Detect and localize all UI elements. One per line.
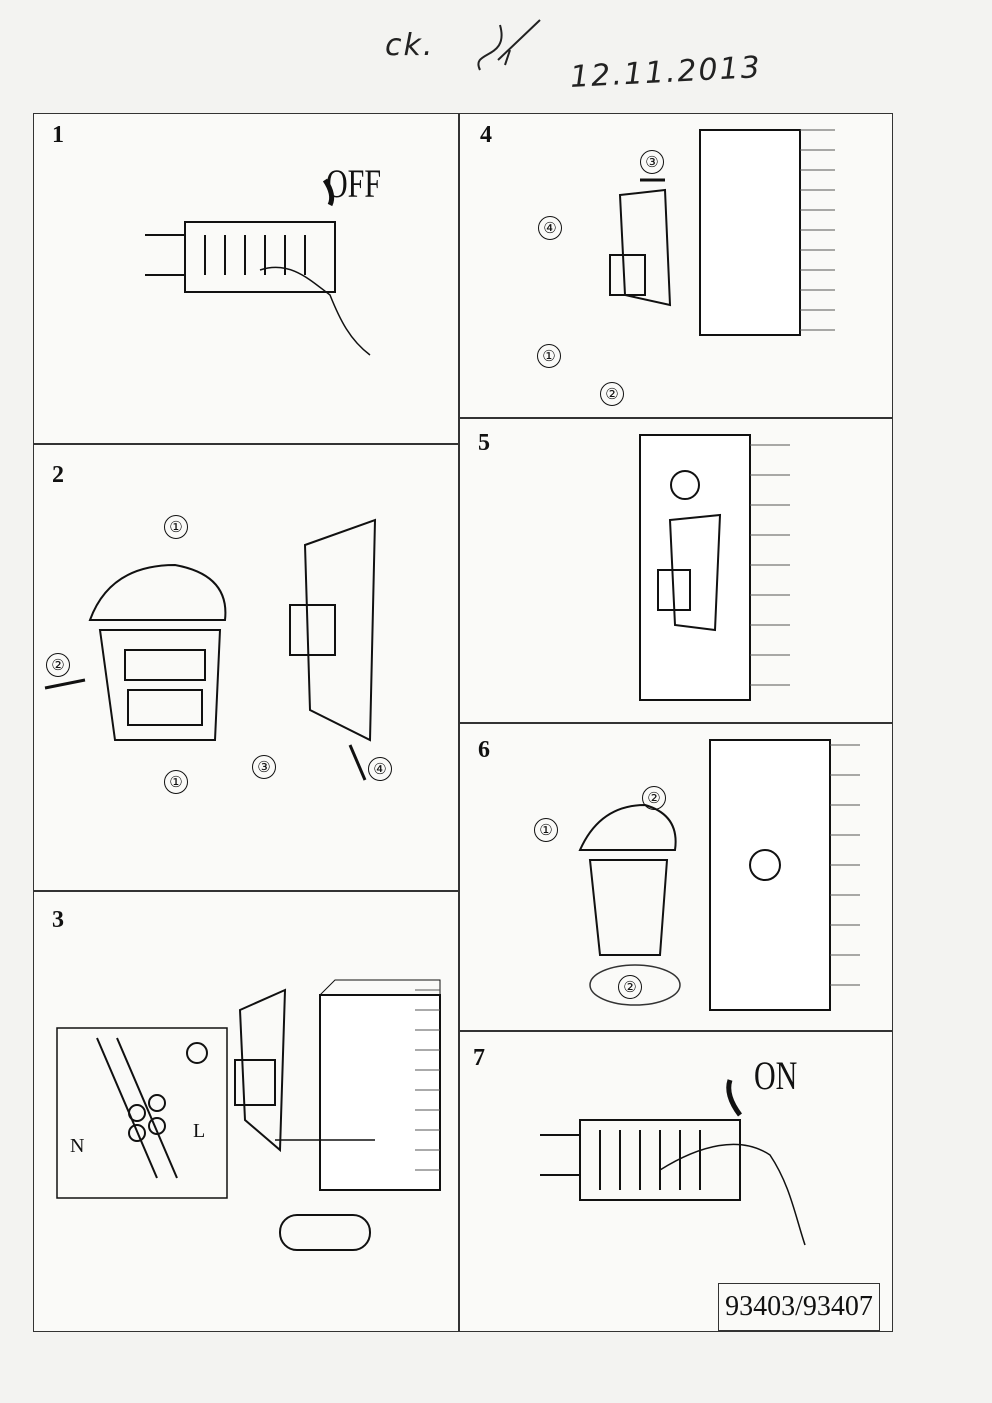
step-marker: ② [642,786,666,810]
divider [458,722,893,724]
step-marker: ② [46,653,70,677]
step-marker: ④ [368,757,392,781]
neutral-label: N [70,1135,85,1157]
step-number: 2 [52,462,64,488]
step-marker: ② [618,975,642,999]
divider [458,1030,893,1032]
wall-mount-illustration [234,979,441,1251]
divider [33,890,458,892]
step-number: 4 [480,122,492,148]
model-number: 93403/93407 [718,1283,880,1331]
breaker-panel-illustration [540,1079,806,1246]
lamp-illustration [44,518,377,781]
step-number: 1 [52,122,64,148]
breaker-panel-illustration [145,178,371,356]
step-marker: ① [534,818,558,842]
lamp-assembly-illustration [578,739,860,1011]
handwritten-note: ck. [385,28,435,63]
step-marker: ② [600,382,624,406]
divider [33,443,458,445]
step-marker: ① [164,770,188,794]
step-number: 6 [478,737,490,763]
on-label: ON [754,1053,798,1098]
step-marker: ① [164,515,188,539]
step-number: 5 [478,430,490,456]
step-marker: ④ [538,216,562,240]
divider [458,417,893,419]
step-marker: ① [537,344,561,368]
step-marker: ③ [640,150,664,174]
live-label: L [193,1120,206,1142]
handwritten-date: 12.11.2013 [569,50,763,95]
signature [477,19,541,71]
step-number: 3 [52,907,64,933]
step-number: 7 [473,1045,485,1071]
wiring-detail-inset [56,1027,228,1199]
bulb-install-illustration [639,434,790,701]
off-label: OFF [326,161,382,206]
step-marker: ③ [252,755,276,779]
wall-fixing-illustration [609,129,835,336]
